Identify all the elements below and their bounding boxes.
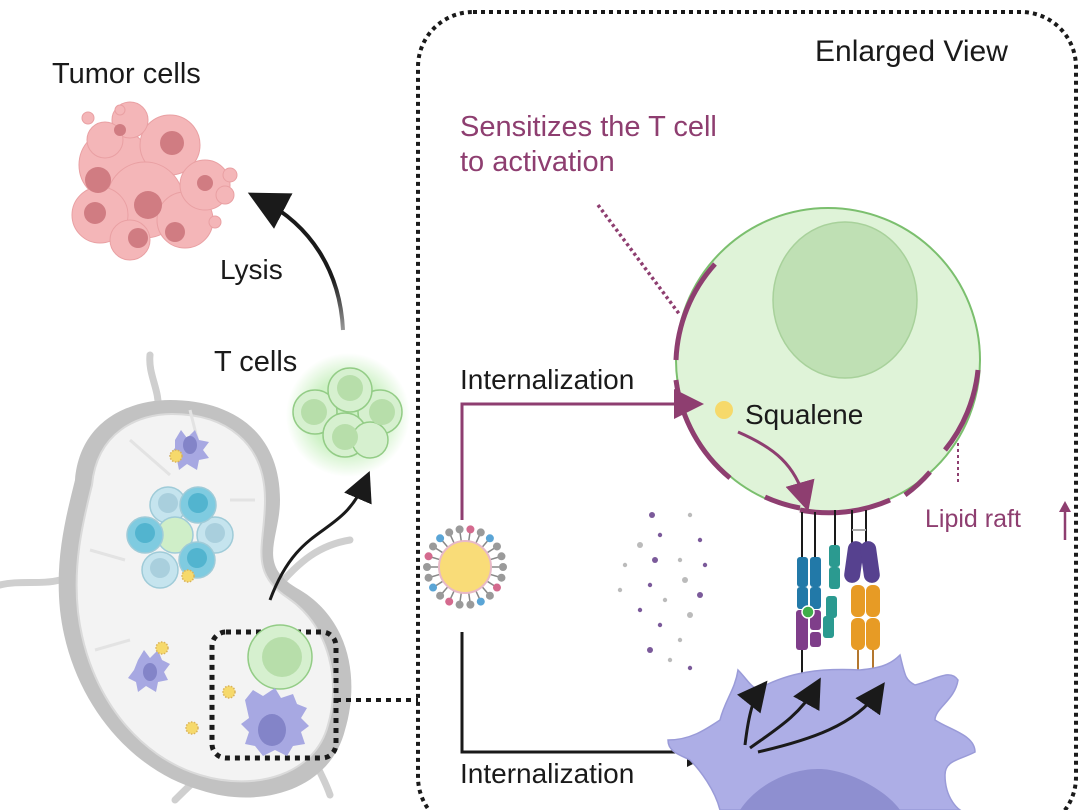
nanoparticle-head xyxy=(499,563,507,571)
nanoparticle-spike xyxy=(441,540,449,548)
nanoparticle-head xyxy=(436,591,445,600)
t-cells-label: T cells xyxy=(214,346,298,378)
cytokine-dot xyxy=(649,512,655,518)
cytokine-dot xyxy=(647,582,653,588)
zoom-selection-box xyxy=(209,629,339,761)
nanoparticle-head xyxy=(429,542,438,551)
egress-arrow xyxy=(268,470,372,601)
nanoparticle-spike xyxy=(489,573,499,578)
cytokine-dot xyxy=(697,537,703,543)
squalene-molecule xyxy=(715,401,733,419)
cytokine-dot xyxy=(647,647,653,653)
tumor-cells-label: Tumor cells xyxy=(52,58,201,90)
cytokine-dot xyxy=(657,622,663,628)
lipid-raft-label: Lipid raft xyxy=(925,505,1021,533)
dendritic-cell-small-bottom xyxy=(128,650,170,692)
tumor-cell-cluster xyxy=(71,101,238,261)
nanoparticle-head xyxy=(476,528,485,537)
nanoparticle-spike xyxy=(449,590,455,600)
cytokine-dot xyxy=(697,592,703,598)
nanoparticle-head xyxy=(424,552,433,561)
nanoparticle-head xyxy=(476,597,485,606)
nanoparticle-head xyxy=(445,597,454,606)
dendritic-cell-enlarged xyxy=(667,653,976,810)
cytokine-dot xyxy=(687,665,693,671)
nanoparticle-head xyxy=(485,591,494,600)
internalization-top-arrow xyxy=(460,389,704,520)
cytokine-dot xyxy=(687,512,693,518)
nanoparticle-spike xyxy=(441,586,449,594)
nanoparticle-head xyxy=(423,563,431,571)
cytokine-dot xyxy=(637,542,643,548)
nanoparticle-spike xyxy=(467,532,471,542)
internalization-bottom-label: Internalization xyxy=(460,758,635,789)
squalene-to-raft-arrow xyxy=(737,430,815,512)
nanoparticle-head xyxy=(497,573,506,582)
nanoparticle-spike xyxy=(481,540,489,548)
nanoparticle-head xyxy=(429,583,438,592)
sensitizes-label-line1: Sensitizes the T cell xyxy=(460,111,717,143)
cytokine-dot xyxy=(677,557,683,563)
sensitize-pointer xyxy=(596,203,682,317)
nanoparticle-spike xyxy=(459,532,463,542)
enlarged-view-frame xyxy=(416,10,1078,810)
nanoparticle-head xyxy=(466,525,475,534)
cytokine-dot xyxy=(677,637,683,643)
cytokine-dot xyxy=(682,577,688,583)
cytokine-dots xyxy=(617,512,708,671)
t-cell-cluster xyxy=(286,353,410,477)
lipid-raft-increase-icon xyxy=(1059,501,1071,540)
cytokine-dot xyxy=(657,532,663,538)
costimulatory-complex xyxy=(844,510,880,680)
nanoparticle-head xyxy=(466,600,475,609)
nanoparticle-spike xyxy=(431,556,441,561)
cytokine-dot xyxy=(687,612,693,618)
enlarged-view-title: Enlarged View xyxy=(815,35,1008,68)
nanoparticle-spike xyxy=(435,547,444,554)
cytokine-dot xyxy=(662,597,668,603)
nanoparticle-spike xyxy=(486,547,495,554)
nanoparticle-small xyxy=(155,449,236,735)
nanoparticle-head xyxy=(492,542,501,551)
tcr-mhc-complex xyxy=(796,510,840,675)
internalization-bottom-arrow xyxy=(460,632,717,767)
sensitizes-label-line2: to activation xyxy=(460,146,615,178)
nanoparticle-head xyxy=(445,528,454,537)
nanoparticle-head xyxy=(485,534,494,543)
nanoparticle-spike xyxy=(459,592,463,602)
t-cell-enlarged xyxy=(675,207,981,513)
cytokine-dot xyxy=(667,657,673,663)
dendritic-cell-in-node xyxy=(241,688,309,756)
nanoparticle-head xyxy=(492,583,501,592)
nanoparticle-spike xyxy=(489,556,499,561)
cytokine-dot xyxy=(622,562,628,568)
squalene-nanoparticle xyxy=(423,525,507,609)
nanoparticle-head xyxy=(455,525,464,534)
lipid-raft-segments xyxy=(673,262,981,516)
nanoparticle-spike xyxy=(481,586,489,594)
nanoparticle-spike xyxy=(449,534,455,544)
nanoparticle-head xyxy=(424,573,433,582)
nanoparticle-head xyxy=(455,600,464,609)
squalene-label: Squalene xyxy=(745,399,864,430)
nanoparticle-core xyxy=(438,540,492,594)
internalization-top-label: Internalization xyxy=(460,364,635,395)
cytokine-dot xyxy=(652,557,658,563)
cytokine-dot xyxy=(702,562,708,568)
nanoparticle-spike xyxy=(475,534,481,544)
b-cell-follicle xyxy=(126,486,234,589)
nanoparticle-spike xyxy=(431,573,441,578)
cytokine-dot xyxy=(617,587,623,593)
lysis-label: Lysis xyxy=(220,254,283,285)
nanoparticle-spike xyxy=(435,580,444,587)
nanoparticle-spike xyxy=(467,592,471,602)
t-cell-in-node xyxy=(247,624,313,690)
nanoparticle-spike xyxy=(475,590,481,600)
lysis-arrow xyxy=(247,192,345,331)
nanoparticle-spike xyxy=(486,580,495,587)
nanoparticle-head xyxy=(436,534,445,543)
cytokine-dot xyxy=(637,607,643,613)
nanoparticle-head xyxy=(497,552,506,561)
